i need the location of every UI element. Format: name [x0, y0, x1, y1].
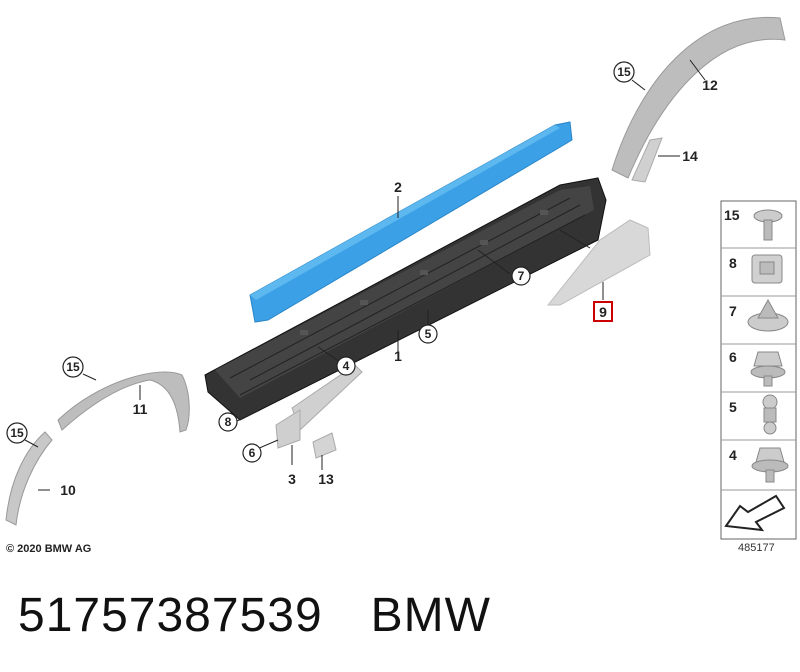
callout-7-circle: 7 — [511, 266, 531, 286]
legend-item-4: 4 — [729, 447, 789, 483]
callout-15-circle-mid: 15 — [62, 356, 84, 378]
diagram-reference-number: 485177 — [738, 542, 775, 554]
callout-11: 11 — [133, 401, 148, 417]
callout-4-circle: 4 — [336, 356, 356, 376]
callout-9-highlighted[interactable]: 9 — [593, 301, 613, 322]
caption: 51757387539 BMW — [18, 588, 491, 643]
callout-13: 13 — [318, 471, 334, 487]
callout-6-circle: 6 — [242, 443, 262, 463]
part-1-sill-carrier — [204, 177, 607, 421]
legend-item-8: 8 — [729, 254, 783, 284]
callout-14: 14 — [682, 148, 698, 164]
callout-1: 1 — [394, 348, 402, 364]
svg-text:9: 9 — [599, 304, 607, 320]
arrow-icon — [724, 494, 786, 532]
part-number: 51757387539 — [18, 589, 323, 642]
part-2-trim-strip — [249, 121, 573, 323]
callout-2: 2 — [394, 179, 402, 195]
legend-label: 5 — [729, 399, 737, 415]
svg-text:8: 8 — [225, 415, 232, 429]
brand-name: BMW — [370, 589, 491, 642]
legend-label: 7 — [729, 303, 737, 319]
callout-10: 10 — [60, 482, 76, 498]
fastener-legend: 15 8 7 6 5 — [720, 200, 797, 540]
callout-15-circle-top: 15 — [613, 61, 635, 83]
svg-text:15: 15 — [66, 360, 80, 374]
legend-label: 4 — [729, 447, 737, 463]
part-9-flap — [546, 219, 651, 306]
svg-text:6: 6 — [249, 446, 256, 460]
part-11-wheel-arch — [57, 371, 190, 433]
callout-5-circle: 5 — [418, 324, 438, 344]
legend-item-6: 6 — [729, 349, 786, 387]
svg-text:5: 5 — [425, 327, 432, 341]
svg-text:15: 15 — [10, 426, 24, 440]
legend-item-5: 5 — [729, 394, 778, 435]
callout-12: 12 — [702, 77, 718, 93]
callout-15-circle-low: 15 — [6, 422, 28, 444]
legend-label: 15 — [724, 207, 740, 223]
part-12-wheel-arch — [611, 16, 786, 179]
callout-8-circle: 8 — [218, 412, 238, 432]
copyright-text: © 2020 BMW AG — [6, 543, 92, 555]
svg-text:7: 7 — [518, 269, 525, 283]
legend-label: 6 — [729, 349, 737, 365]
part-14-cover — [631, 137, 663, 183]
part-13-plate — [312, 432, 337, 459]
callout-3: 3 — [288, 471, 296, 487]
svg-text:15: 15 — [617, 65, 631, 79]
part-10-wheel-arch — [5, 431, 53, 526]
legend-label: 8 — [729, 255, 737, 271]
part-3-cover — [275, 409, 301, 449]
legend-item-7: 7 — [729, 298, 789, 332]
legend-item-15: 15 — [724, 207, 783, 241]
svg-text:4: 4 — [343, 359, 350, 373]
